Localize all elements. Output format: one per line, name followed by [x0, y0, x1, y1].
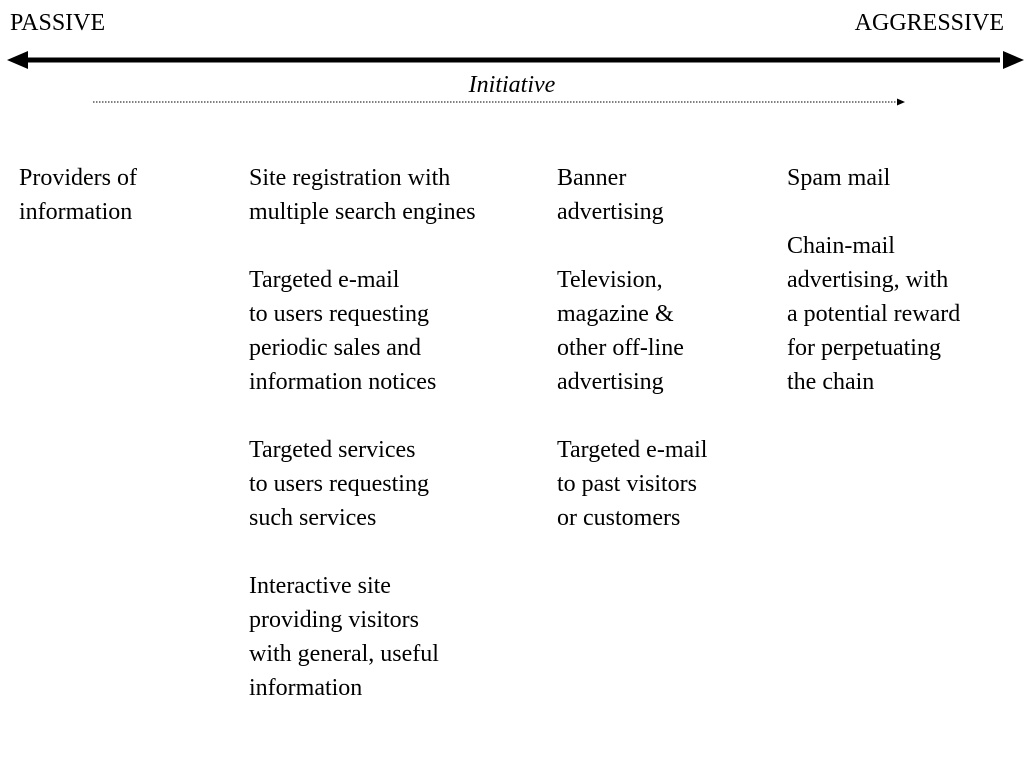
list-item: Television, magazine & other off-line adver… [557, 263, 707, 399]
list-item: Spam mail [787, 161, 960, 195]
item-text-line: advertising [557, 199, 664, 225]
item-text-line: to users requesting [249, 471, 429, 497]
item-text-line: information notices [249, 369, 437, 395]
item-text-line: advertising, with [787, 267, 949, 293]
double-arrow-left-head [7, 51, 28, 69]
aggressive-label: AGGRESSIVE [854, 10, 1004, 36]
list-item: Site registration with multiple search en… [249, 161, 476, 229]
item-text-line: Targeted e-mail [557, 437, 708, 463]
list-item: Chain-mail advertising, with a potential r… [787, 229, 960, 399]
list-item: Targeted services to users requesting such… [249, 433, 476, 535]
item-text-line: multiple search engines [249, 199, 476, 225]
item-text-line: periodic sales and [249, 335, 421, 361]
item-text-line: Interactive site [249, 573, 391, 599]
item-text-line: Chain-mail [787, 233, 895, 259]
list-item: Targeted e-mail to past visitors or custom… [557, 433, 707, 535]
item-text-line: such services [249, 505, 377, 531]
item-text-line: other off-line [557, 335, 684, 361]
item-text-line: with general, useful [249, 641, 439, 667]
initiative-arrow-head [897, 98, 905, 106]
list-item: Banner advertising [557, 161, 707, 229]
item-text-line: providing visitors [249, 607, 420, 633]
item-text-line: Site registration with [249, 165, 451, 191]
item-text-line: Providers of [19, 165, 137, 191]
column-providers: Providers of information [19, 161, 137, 263]
item-text-line: Targeted e-mail [249, 267, 400, 293]
item-text-line: for perpetuating [787, 335, 941, 361]
passive-label: PASSIVE [10, 10, 106, 36]
item-text-line: information [19, 199, 133, 225]
item-text-line: or customers [557, 505, 681, 531]
item-text-line: Television, [557, 267, 663, 293]
item-text-line: to past visitors [557, 471, 698, 497]
item-text-line: the chain [787, 369, 875, 395]
item-text-line: information [249, 675, 363, 701]
list-item: Providers of information [19, 161, 137, 229]
column-mildly-passive: Site registration with multiple search en… [249, 161, 476, 739]
list-item: Interactive site providing visitors with g… [249, 569, 476, 705]
item-text-line: advertising [557, 369, 664, 395]
item-text-line: to users requesting [249, 301, 429, 327]
item-text-line: Spam mail [787, 165, 891, 191]
passive-aggressive-axis [7, 51, 1024, 106]
initiative-label: Initiative [468, 72, 556, 98]
item-text-line: magazine & [557, 301, 674, 327]
double-arrow-right-head [1003, 51, 1024, 69]
item-text-line: a potential reward [787, 301, 961, 327]
item-text-line: Targeted services [249, 437, 416, 463]
item-text-line: Banner [557, 165, 627, 191]
list-item: Targeted e-mail to users requesting period… [249, 263, 476, 399]
